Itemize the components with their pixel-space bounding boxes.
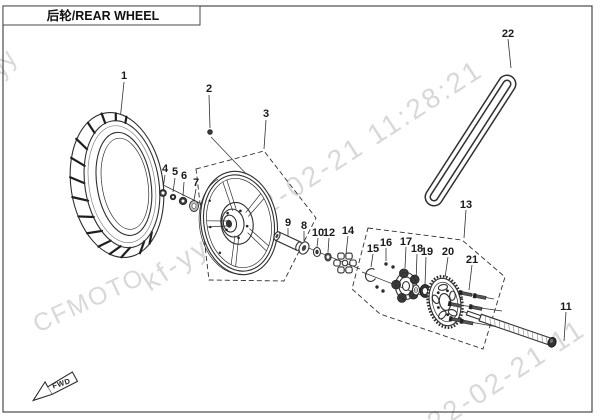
callout-8: 8 <box>301 220 307 232</box>
tire-illustration <box>69 111 165 259</box>
callout-6: 6 <box>181 170 187 182</box>
callout-21: 21 <box>466 254 478 266</box>
title-block: 后轮/REAR WHEEL <box>2 5 201 26</box>
callout-17: 17 <box>400 236 412 248</box>
bearing-19 <box>419 284 431 298</box>
wheel-group-outline <box>195 150 317 282</box>
sprocket-bolts <box>447 290 487 326</box>
nut-12 <box>324 252 332 262</box>
rear-sprocket <box>426 275 464 329</box>
callout-labels: 1 2 3 4 5 6 7 8 9 10 11 12 13 14 15 16 1… <box>121 28 572 313</box>
callout-16: 16 <box>380 237 392 249</box>
watermark-bottom-right: 2022-02-21 11 <box>390 313 591 420</box>
cush-drive-dampers <box>333 252 357 274</box>
callout-20: 20 <box>442 246 454 258</box>
callout-9: 9 <box>285 217 291 229</box>
callout-3: 3 <box>263 108 269 120</box>
page-title: 后轮/REAR WHEEL <box>47 8 160 23</box>
callout-15: 15 <box>367 243 379 255</box>
rear-axle <box>465 310 557 348</box>
watermark-lower-left: CFMOTO <box>29 262 149 338</box>
callout-12: 12 <box>323 227 335 239</box>
wheel-hub <box>220 201 254 245</box>
spacer-washers-left <box>159 189 199 212</box>
page-border <box>2 5 593 413</box>
sprocket-group-outline <box>351 227 506 350</box>
wheel-rim <box>198 170 279 276</box>
washer-18 <box>411 284 421 296</box>
callout-1: 1 <box>121 70 127 82</box>
title-box <box>2 5 201 26</box>
watermark-center: kf-yy 2022-02-21 11:28:21 <box>136 53 488 297</box>
sprocket-carrier <box>391 268 420 303</box>
callout-14: 14 <box>342 225 355 237</box>
callout-13: 13 <box>460 199 472 211</box>
callout-11: 11 <box>560 301 572 313</box>
axle-threads <box>484 315 548 345</box>
callout-10: 10 <box>312 227 324 239</box>
pins-16 <box>375 262 395 293</box>
callout-19: 19 <box>421 246 433 258</box>
flanged-bushing <box>298 241 310 255</box>
callout-22: 22 <box>502 28 514 40</box>
callout-7: 7 <box>193 177 199 189</box>
fwd-direction-marker: FWD <box>31 371 79 402</box>
callout-5: 5 <box>172 166 178 178</box>
washer-10 <box>312 246 322 258</box>
axle-sleeve <box>273 231 303 251</box>
callout-4: 4 <box>162 163 169 175</box>
callout-2: 2 <box>206 83 212 95</box>
circlip <box>364 268 376 282</box>
drive-chain <box>424 74 517 207</box>
callout-18: 18 <box>411 243 423 255</box>
